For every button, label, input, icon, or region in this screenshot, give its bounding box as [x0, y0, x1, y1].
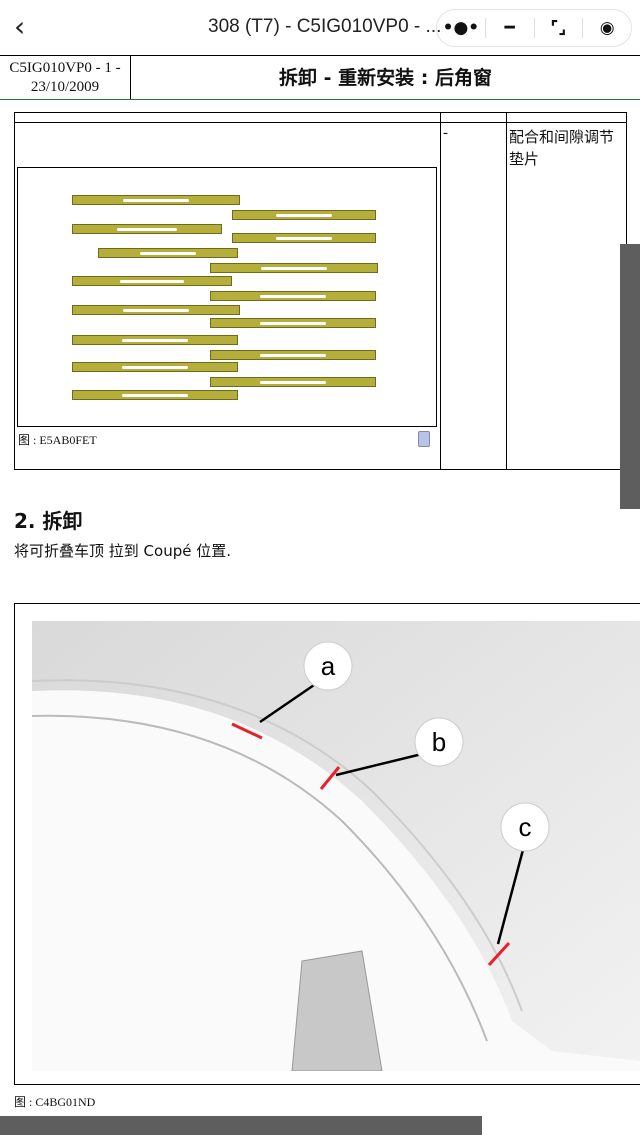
shim: [72, 276, 232, 286]
shim: [72, 390, 238, 400]
page-title: 308 (T7) - C5IG010VP0 - ...: [208, 16, 442, 37]
minimize-icon[interactable]: ━: [504, 18, 515, 38]
more-dots-icon[interactable]: •●•: [442, 18, 480, 38]
callout-b: b: [432, 727, 446, 757]
figure-caption: 图 : E5AB0FET: [18, 433, 97, 447]
document-header: C5IG010VP0 - 1 - 23/10/2009 拆卸 - 重新安装 : 后…: [0, 55, 640, 100]
ref-code: C5IG010VP0 - 1 -: [9, 60, 121, 76]
shim: [210, 318, 376, 328]
shim: [232, 210, 376, 220]
vertical-scrollbar[interactable]: [620, 244, 640, 509]
chevron-left-icon[interactable]: ‹: [14, 10, 26, 43]
roof-illustration: a b c: [32, 621, 640, 1071]
shim: [72, 224, 222, 234]
divider: [533, 18, 535, 38]
shims-image: [17, 167, 437, 427]
shim: [210, 350, 376, 360]
divider: [506, 113, 507, 469]
marker-b: [319, 766, 341, 790]
divider: [440, 113, 441, 469]
callout-a: a: [321, 651, 336, 681]
marker-a: [231, 722, 263, 740]
shim: [72, 195, 240, 205]
divider: [15, 122, 626, 123]
horizontal-scrollbar[interactable]: [0, 1116, 482, 1135]
callout-c: c: [519, 812, 532, 842]
divider: [582, 18, 584, 38]
shim: [210, 377, 376, 387]
document-reference: C5IG010VP0 - 1 - 23/10/2009: [0, 56, 131, 99]
ref-date: 23/10/2009: [30, 79, 100, 95]
part-name: 配合和间隙调节垫片: [509, 128, 615, 168]
restore-icon[interactable]: ⌜⌟: [550, 18, 567, 38]
instruction-text: 将可折叠车顶 拉到 Coupé 位置.: [14, 542, 231, 560]
shim: [72, 362, 238, 372]
close-circle-icon[interactable]: ◉: [599, 18, 615, 38]
document-title: 拆卸 - 重新安装 : 后角窗: [279, 67, 492, 89]
shim: [72, 305, 240, 315]
shim: [98, 248, 238, 258]
shim: [232, 233, 376, 243]
shim: [210, 263, 378, 273]
parts-table: - 配合和间隙调节垫片 图 : E5AB0FET: [14, 112, 627, 470]
part-reference: -: [443, 125, 448, 141]
mini-program-topbar: ‹ 308 (T7) - C5IG010VP0 - ... •●• ━ ⌜⌟ ◉: [0, 0, 640, 55]
slideshow-icon[interactable]: [418, 431, 430, 447]
shim: [210, 291, 376, 301]
figure-caption: 图 : C4BG01ND: [14, 1095, 96, 1109]
section-heading: 2. 拆卸: [14, 509, 83, 533]
shim: [72, 335, 238, 345]
roof-figure: a b c: [14, 603, 640, 1085]
divider: [484, 18, 486, 38]
capsule-menu: •●• ━ ⌜⌟ ◉: [436, 9, 632, 47]
marker-c: [487, 941, 511, 967]
